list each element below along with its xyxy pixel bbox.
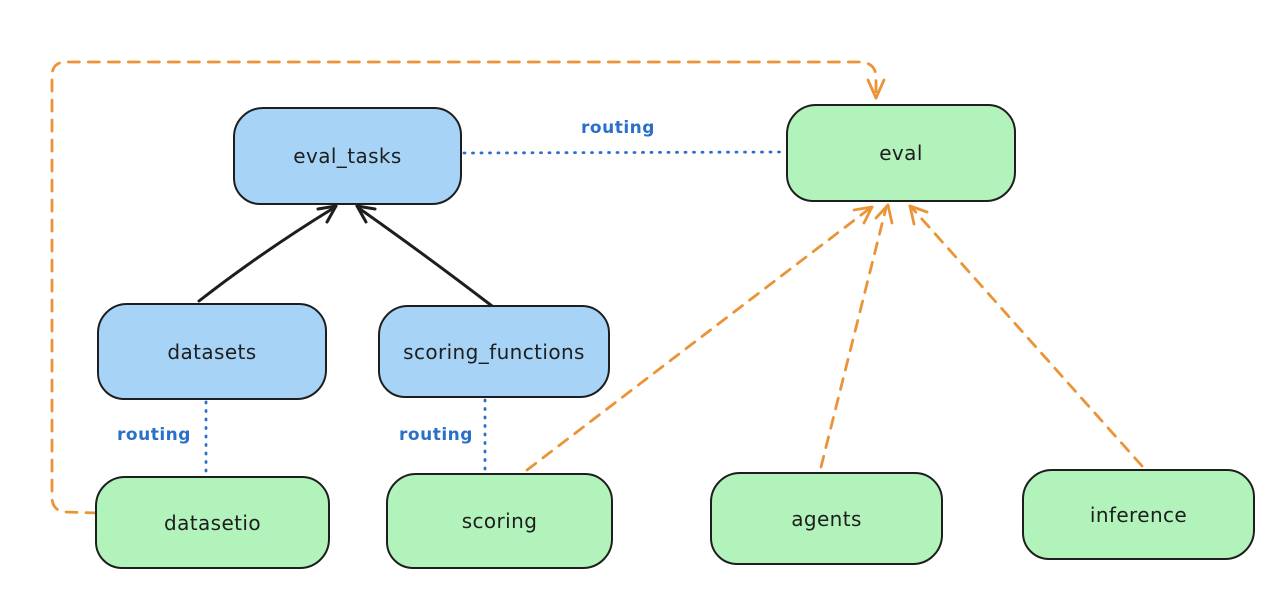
node-agents[interactable]: agents <box>710 472 943 565</box>
edge-label-routing-datasets-datasetio: routing <box>117 425 191 445</box>
node-inference-label: inference <box>1089 502 1188 527</box>
node-datasets-label: datasets <box>167 339 257 364</box>
node-inference[interactable]: inference <box>1022 469 1255 560</box>
edge-agents-to-eval <box>819 203 894 469</box>
node-eval_tasks-label: eval_tasks <box>293 144 402 168</box>
edge-label-routing-eval_tasks-eval: routing <box>581 118 655 138</box>
node-scoring_functions[interactable]: scoring_functions <box>378 305 610 398</box>
node-eval-label: eval <box>879 141 923 165</box>
edge-scoring_functions-to-eval_tasks <box>355 204 494 308</box>
edge-datasetio-to-eval <box>50 60 886 515</box>
node-eval_tasks[interactable]: eval_tasks <box>233 107 462 205</box>
node-scoring-label: scoring <box>461 509 538 533</box>
edge-inference-to-eval <box>908 204 1144 468</box>
node-datasetio-label: datasetio <box>163 510 261 535</box>
node-eval[interactable]: eval <box>786 104 1016 202</box>
node-datasetio[interactable]: datasetio <box>95 476 330 569</box>
node-scoring_functions-label: scoring_functions <box>403 339 585 364</box>
node-scoring[interactable]: scoring <box>386 473 613 569</box>
edge-eval_tasks-to-eval <box>462 150 786 155</box>
node-datasets[interactable]: datasets <box>97 303 327 400</box>
edge-label-routing-scoring_functions-scoring: routing <box>399 425 473 445</box>
edge-datasets-to-eval_tasks <box>197 204 338 303</box>
node-agents-label: agents <box>791 506 862 531</box>
edge-scoring-to-eval <box>525 205 874 472</box>
